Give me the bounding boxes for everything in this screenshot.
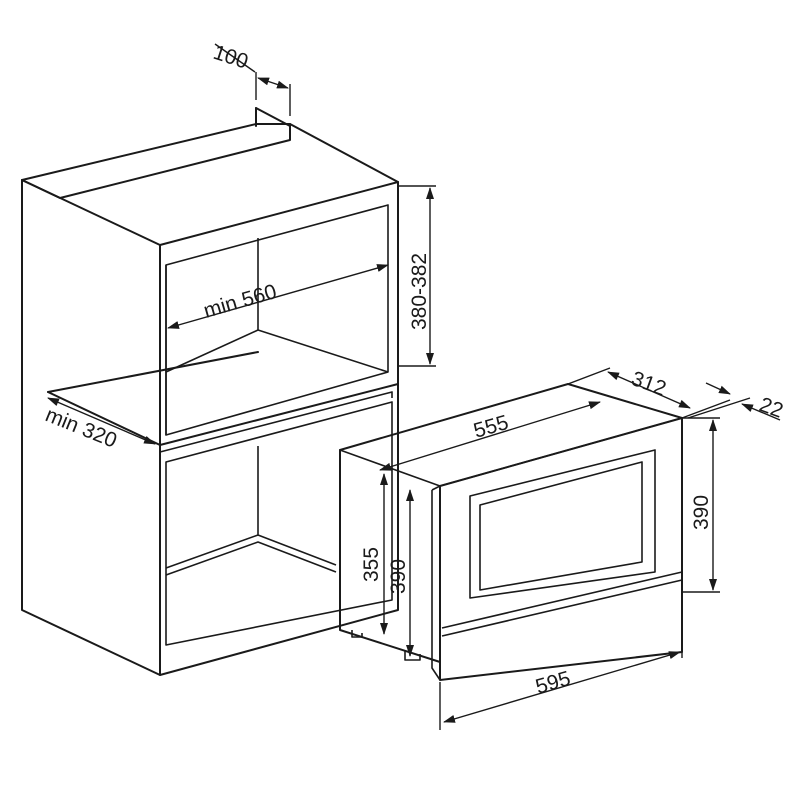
- label-body-width: 555: [471, 411, 511, 443]
- label-niche-depth: min 320: [42, 403, 120, 452]
- cabinet-top-inner: [21, 123, 291, 199]
- dim-312-arrow: [607, 371, 691, 409]
- control-strip-bottom: [441, 579, 683, 637]
- shelf-front: [159, 391, 393, 453]
- upper-niche-outline: [165, 204, 389, 436]
- dim-312-ext-right: [681, 399, 731, 419]
- upper-niche-floor-left: [165, 329, 259, 373]
- dim-depth-arrow: [47, 397, 156, 445]
- door-window-inner: [479, 461, 643, 591]
- label-front-width: 595: [533, 667, 573, 699]
- control-strip-top: [441, 571, 683, 629]
- dim-595-arrow: [443, 651, 681, 723]
- dim-100-leader: [214, 43, 256, 73]
- label-front-panel-depth: 22: [756, 393, 786, 423]
- cabinet-top: [21, 123, 399, 183]
- cabinet: [21, 107, 399, 676]
- dim-width-arrow: [167, 264, 389, 329]
- shelf-back: [47, 351, 259, 393]
- label-niche-height: 380-382: [408, 253, 431, 330]
- cabinet-top-front-edge: [159, 181, 399, 246]
- foot-left: [351, 630, 363, 638]
- label-niche-width: min 560: [201, 280, 279, 323]
- upper-niche-floor-right: [257, 329, 389, 373]
- label-body-height-total: 390: [387, 559, 410, 594]
- cabinet-top-side-edge: [21, 179, 161, 246]
- lower-niche-outline: [165, 401, 393, 646]
- dim-22-arrow-right: [741, 403, 781, 421]
- lower-niche-floor-inner: [165, 541, 337, 576]
- dim-312-ext-left: [567, 367, 611, 385]
- appliance-side: [339, 449, 441, 663]
- lower-niche-floor-left: [165, 534, 259, 569]
- label-body-height: 355: [360, 547, 383, 582]
- cabinet-front-frame: [159, 181, 399, 676]
- dimension-lines: [47, 43, 781, 730]
- dim-22-ext: [687, 397, 751, 419]
- label-front-height: 390: [690, 495, 713, 530]
- front-panel: [439, 417, 683, 681]
- dim-100-arrow: [257, 77, 289, 89]
- dim-22-arrow-left: [705, 382, 731, 395]
- label-niche-offset: 100: [210, 41, 250, 74]
- cabinet-left-side: [21, 179, 161, 676]
- foot-right: [404, 650, 421, 661]
- front-panel-thickness: [431, 485, 441, 681]
- dim-555-arrow: [379, 401, 601, 471]
- label-appliance-depth: 312: [628, 367, 669, 401]
- dimension-labels: 100 380-382 min 560 min 320 312 22 555 3…: [42, 41, 786, 699]
